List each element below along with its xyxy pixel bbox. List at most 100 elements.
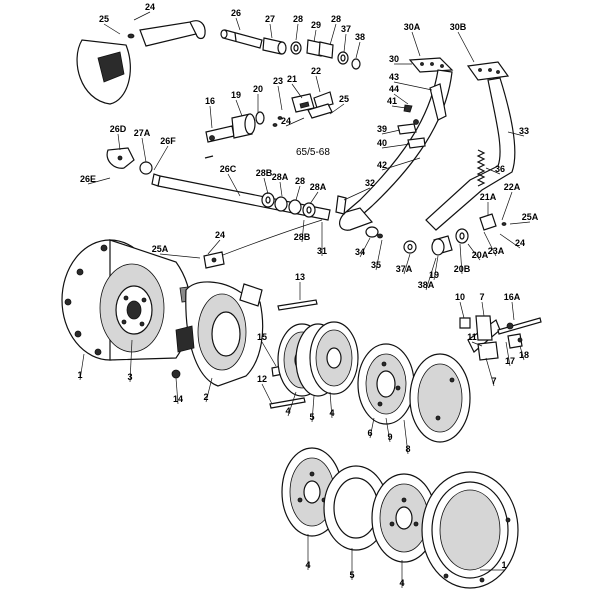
leader-line bbox=[87, 177, 111, 185]
leader-line bbox=[471, 341, 483, 347]
callout-label: 30A bbox=[404, 22, 421, 32]
lower-disc-4b bbox=[371, 473, 437, 563]
callout-label: 42 bbox=[377, 160, 387, 170]
leader-line bbox=[309, 191, 319, 205]
leader-line bbox=[381, 129, 401, 135]
callout-label: 22A bbox=[504, 182, 521, 192]
brake-cable-link bbox=[203, 219, 323, 269]
wheel-hub-topleft bbox=[76, 20, 206, 105]
leader-line bbox=[205, 377, 213, 403]
leader-line bbox=[129, 339, 133, 383]
leader-line bbox=[459, 243, 463, 275]
leader-line bbox=[505, 341, 511, 367]
callout-label: 24 bbox=[215, 230, 225, 240]
callout-label: 43 bbox=[389, 72, 399, 82]
callout-label: 26D bbox=[110, 124, 127, 134]
leader-line bbox=[295, 23, 299, 41]
callout-label: 26 bbox=[231, 8, 241, 18]
leader-line bbox=[499, 233, 521, 249]
lower-drum-1 bbox=[421, 471, 519, 589]
leader-line bbox=[425, 257, 437, 291]
callout-label: 5 bbox=[309, 412, 314, 422]
note-label: 65/5-68 bbox=[296, 147, 330, 158]
leader-line bbox=[483, 231, 497, 257]
callout-label: 24 bbox=[515, 238, 525, 248]
callout-label: 11 bbox=[467, 332, 477, 342]
linkage-16-25 bbox=[204, 91, 334, 159]
callout-label: 3 bbox=[127, 372, 132, 382]
callout-label: 15 bbox=[257, 332, 267, 342]
callout-label: 38 bbox=[355, 32, 365, 42]
callout-label: 9 bbox=[387, 432, 392, 442]
callout-label: 7 bbox=[479, 292, 484, 302]
leader-line bbox=[329, 23, 337, 46]
callout-label: 16A bbox=[504, 292, 521, 302]
leader-line bbox=[329, 391, 333, 419]
callout-label: 44 bbox=[389, 84, 399, 94]
brake-discs-mid bbox=[277, 321, 359, 397]
callout-label: 14 bbox=[173, 394, 183, 404]
callout-label: 5 bbox=[349, 570, 354, 580]
leader-line bbox=[355, 41, 361, 59]
callout-label: 23A bbox=[488, 246, 505, 256]
leader-line bbox=[385, 417, 391, 443]
callout-label: 4 bbox=[305, 560, 310, 570]
callout-label: 35 bbox=[371, 260, 381, 270]
leader-line bbox=[403, 419, 409, 455]
callout-label: 8 bbox=[405, 444, 410, 454]
leader-line bbox=[235, 17, 241, 31]
callout-label: 34 bbox=[355, 247, 365, 257]
leader-line bbox=[467, 243, 481, 261]
callout-label: 38A bbox=[418, 280, 435, 290]
leader-line bbox=[343, 33, 347, 53]
leader-line bbox=[485, 167, 501, 175]
leader-line bbox=[509, 221, 531, 225]
callout-label: 30B bbox=[450, 22, 467, 32]
callout-label: 1 bbox=[501, 560, 506, 570]
callout-label: 4 bbox=[329, 408, 334, 418]
leader-line bbox=[315, 75, 321, 93]
leader-line bbox=[263, 177, 269, 195]
callout-label: 25A bbox=[522, 212, 539, 222]
leader-line bbox=[457, 31, 475, 63]
callout-label: 10 bbox=[455, 292, 465, 302]
callout-label: 20 bbox=[253, 84, 263, 94]
callout-label: 21A bbox=[480, 192, 497, 202]
leader-line bbox=[261, 341, 277, 367]
leader-line bbox=[287, 391, 297, 417]
callout-label: 4 bbox=[285, 406, 290, 416]
leader-line bbox=[153, 145, 169, 171]
callout-label: 26F bbox=[160, 136, 176, 146]
right-linkage bbox=[459, 315, 542, 361]
leader-line bbox=[459, 301, 465, 319]
callout-label: 36 bbox=[495, 164, 505, 174]
leader-line bbox=[359, 237, 371, 258]
leader-line bbox=[485, 357, 495, 387]
callout-label: 13 bbox=[295, 272, 305, 282]
callout-label: 25A bbox=[152, 244, 169, 254]
leader-line bbox=[133, 11, 151, 21]
leader-line bbox=[393, 81, 433, 91]
leader-line bbox=[381, 143, 411, 149]
callout-label: 40 bbox=[377, 138, 387, 148]
leader-line bbox=[369, 417, 375, 439]
leader-line bbox=[295, 185, 301, 201]
callout-label: 28A bbox=[310, 182, 327, 192]
leader-line bbox=[507, 131, 525, 137]
callout-label: 30 bbox=[389, 54, 399, 64]
callout-label: 25 bbox=[99, 14, 109, 24]
callout-label: 33 bbox=[519, 126, 529, 136]
leader-line bbox=[175, 377, 179, 405]
callout-label: 24 bbox=[281, 116, 291, 126]
shaft-26 bbox=[220, 29, 263, 49]
callout-label: 23 bbox=[273, 76, 283, 86]
callout-label: 27A bbox=[134, 128, 151, 138]
leader-line bbox=[291, 83, 303, 99]
callout-label: 37A bbox=[396, 264, 413, 274]
callout-label: 1 bbox=[77, 370, 82, 380]
leader-line bbox=[375, 239, 383, 271]
leader-line bbox=[235, 99, 243, 117]
callout-label: 12 bbox=[257, 374, 267, 384]
